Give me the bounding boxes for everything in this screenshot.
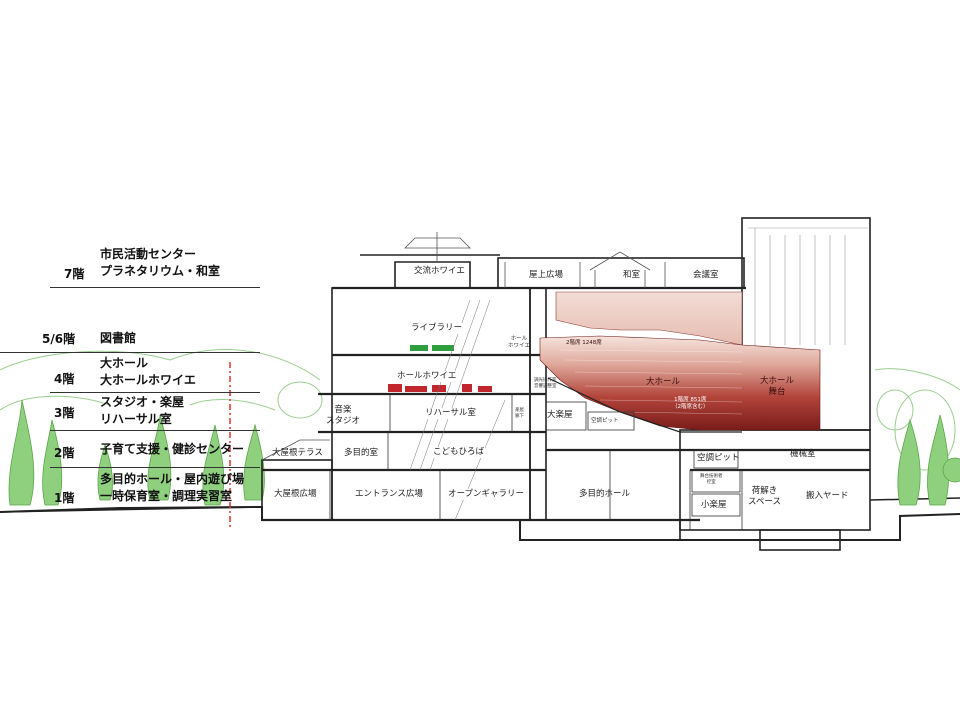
room-koryu-foyer: 交流ホワイエ: [413, 266, 466, 277]
floor-key-1: 1階: [54, 491, 75, 505]
room-line: 舞台: [768, 387, 786, 397]
floor-desc-5-6: 図書館: [100, 330, 136, 347]
room-daihall: 大ホール: [646, 377, 681, 387]
room-line: 廊下: [515, 414, 524, 419]
room-ongaku-studio: 音楽 スタジオ: [326, 405, 360, 427]
room-line: 楽屋: [515, 408, 524, 413]
room-kaigishitsu: 会議室: [692, 270, 720, 281]
rooftop-frames: [404, 232, 666, 288]
trees-right: [897, 414, 960, 506]
room-entrance: エントランス広場: [354, 489, 424, 500]
room-line: 大ホール: [760, 376, 795, 386]
library-shelves: [410, 345, 454, 351]
floor-rule: [50, 467, 260, 468]
room-daihall-stage: 大ホール 舞台: [760, 376, 794, 398]
floor-desc-2: 子育て支援・健診センター: [100, 441, 244, 458]
partitions: [329, 394, 743, 530]
room-line: 音響調整室: [534, 384, 557, 389]
floor-rule: [50, 287, 260, 288]
room-butai-gijutsu: 舞台技術者 控室: [700, 474, 723, 486]
floor-rule: [50, 392, 260, 393]
room-kucho-pit: 空調ピット: [697, 453, 740, 463]
room-line: スペース: [748, 497, 781, 507]
room-line: ホール: [510, 336, 528, 342]
floor-rule: [0, 352, 260, 353]
room-open-gallery: オープンギャラリー: [447, 489, 525, 500]
room-line: 控室: [706, 480, 716, 485]
room-seats-mid: 1階席 851席 （2階席含む）: [672, 397, 709, 411]
room-kodomo-hiroba: こどもひろば: [432, 447, 486, 458]
room-onsei-room: 調光操作室 音響調整室: [534, 378, 557, 390]
floor-desc-line: 大ホールホワイエ: [100, 373, 196, 387]
floor-desc-line: 大ホール: [100, 356, 149, 370]
room-okuyane-shita: 大屋根広場: [274, 489, 317, 499]
room-okuyane-terrace: 大屋根テラス: [272, 448, 323, 458]
hall-floor-rake: [547, 377, 742, 433]
tree-outlines-right: [874, 368, 960, 471]
room-dai-gakuya: 大楽屋: [547, 410, 573, 420]
atrium-stairs: [409, 299, 506, 521]
floor-desc-7: 市民活動センター プラネタリウム・和室: [100, 246, 220, 280]
terrace-roof: [261, 439, 330, 461]
floor-key-4: 4階: [54, 372, 75, 386]
room-line: 音楽: [334, 405, 352, 415]
room-gakuya-small: 楽屋 廊下: [515, 408, 524, 420]
room-hannyu-yard: 搬入ヤード: [806, 491, 849, 501]
room-niwaki-space: 荷解き スペース: [748, 486, 781, 508]
room-hall-foyer-small: ホール ホワイエ: [508, 336, 530, 350]
room-kikaishitsu: 機械室: [790, 449, 816, 459]
floor-desc-line: プラネタリウム・和室: [100, 264, 221, 278]
floor-rule: [50, 430, 260, 431]
room-ko-gakuya: 小楽屋: [701, 500, 727, 510]
floor-desc-line: 多目的ホール・屋内遊び場: [100, 472, 245, 486]
room-line: 荷解き: [751, 486, 778, 496]
hall-seating: [539, 335, 821, 431]
room-line: （2階席含む）: [672, 404, 709, 410]
floor-desc-1: 多目的ホール・屋内遊び場 一時保育室・調理実習室: [100, 471, 244, 505]
room-okujo-hiroba: 屋上広場: [528, 270, 565, 281]
floor-key-2: 2階: [54, 446, 75, 460]
floor-desc-line: 図書館: [100, 331, 137, 345]
room-library: ライブラリー: [410, 323, 464, 334]
floor-key-5-6: 5/6階: [42, 332, 76, 346]
floor-desc-line: 一時保育室・調理実習室: [100, 489, 233, 503]
floor-desc-line: 市民活動センター: [100, 247, 197, 261]
room-tamokuteki-room: 多目的室: [344, 448, 379, 458]
room-seats-top: 2階席 1248席: [566, 340, 602, 346]
seating-rakes: [559, 349, 743, 415]
hall-ceiling: [555, 291, 743, 346]
floor-desc-line: 子育て支援・健診センター: [100, 442, 245, 456]
floor-desc-3: スタジオ・楽屋 リハーサル室: [100, 394, 184, 428]
room-line: スタジオ: [326, 416, 361, 426]
floor-slabs: [262, 286, 870, 522]
room-hall-foyer: ホールホワイエ: [396, 371, 458, 382]
floor-key-3: 3階: [54, 406, 75, 420]
floor-desc-line: リハーサル室: [100, 412, 172, 426]
room-kucho-pit-upper: 空調ピット: [591, 418, 619, 424]
tree-outlines-left: [0, 349, 323, 419]
room-line: 舞台技術者: [700, 474, 723, 479]
room-line: 調光操作室: [534, 378, 557, 383]
trees-left: [8, 399, 265, 506]
room-line: 1階席 851席: [674, 397, 707, 403]
floor-desc-line: スタジオ・楽屋: [100, 395, 185, 409]
room-line: ホワイエ: [508, 343, 530, 349]
floor-key-7: 7階: [64, 267, 85, 281]
room-rehearsal: リハーサル室: [424, 408, 477, 419]
room-tamokuteki-hall: 多目的ホール: [579, 489, 631, 499]
room-washitsu: 和室: [622, 270, 642, 281]
floor-desc-4: 大ホール 大ホールホワイエ: [100, 355, 196, 389]
